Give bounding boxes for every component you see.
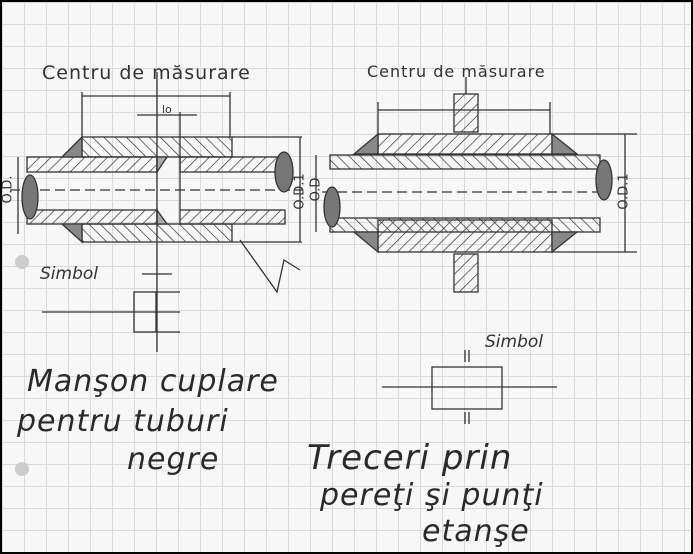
left-caption-line3: negre [127, 442, 220, 477]
punch-hole [15, 255, 29, 269]
right-caption-line2: pereţi şi punţi [320, 478, 544, 513]
right-symbol-label: Simbol [485, 332, 543, 352]
left-caption-line2: pentru tuburi [17, 404, 229, 439]
right-caption-line1: Treceri prin [307, 438, 513, 478]
coupling-symbol [42, 273, 180, 333]
right-od-label: O.D [308, 177, 324, 202]
left-header: Centru de măsurare [42, 62, 251, 84]
left-od-label: O.D. [0, 175, 16, 204]
right-header: Centru de măsurare [367, 62, 546, 81]
coupling-sleeve-drawing [10, 72, 302, 352]
left-caption-line1: Manşon cuplare [27, 364, 279, 399]
left-od1-label: O.D.1 [292, 173, 308, 210]
punch-hole [15, 462, 29, 476]
right-caption-line3: etanşe [422, 514, 530, 549]
penetration-symbol [382, 350, 557, 424]
gap-label: lo [162, 103, 172, 116]
left-symbol-label: Simbol [40, 264, 98, 284]
wall-penetration-drawing [315, 77, 637, 293]
right-od1-label: O.D.1 [616, 173, 632, 210]
